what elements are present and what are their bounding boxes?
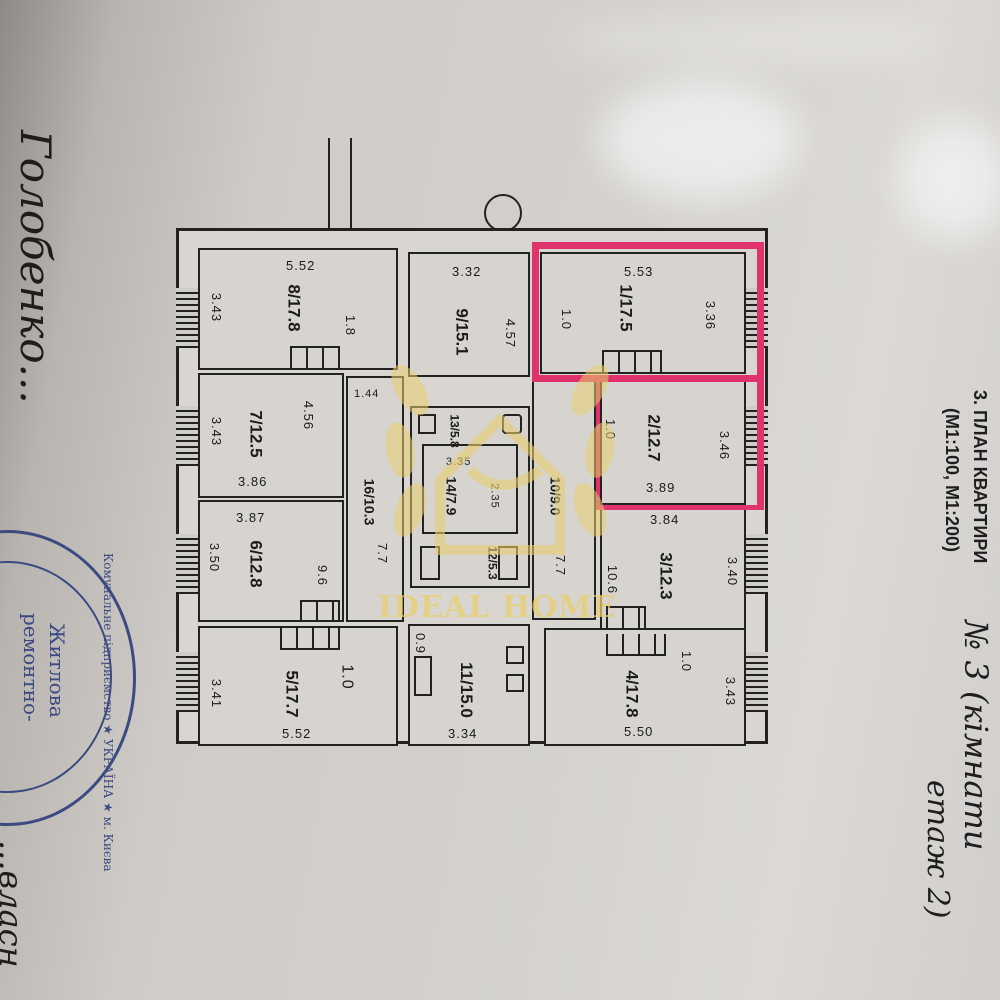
window <box>176 288 198 348</box>
stove-burner <box>506 646 524 664</box>
dim-room1-depth: 3.36 <box>703 300 719 331</box>
dim-room5-extra: 1.0 <box>338 664 356 690</box>
stove-burner <box>506 674 524 692</box>
room-11[interactable] <box>408 624 530 746</box>
area-room9: 9/15.1 <box>452 308 472 356</box>
dim-room4-extra: 1.0 <box>679 650 695 673</box>
dim-room5-width: 5.52 <box>282 726 312 741</box>
dim-room9-width: 3.32 <box>452 264 482 279</box>
stamp-line-1: Житлова <box>45 623 69 718</box>
room-5[interactable] <box>198 626 398 746</box>
dim-room4-width: 5.50 <box>624 724 654 739</box>
window <box>176 652 198 712</box>
radiator <box>290 346 340 368</box>
plan-title: 3. ПЛАН КВАРТИРИ <box>970 390 990 564</box>
dim-room1-width: 5.53 <box>624 264 654 279</box>
cabinet <box>414 656 432 696</box>
sink <box>418 414 436 434</box>
area-room11: 11/15.0 <box>456 662 476 718</box>
dim-room9-depth: 4.57 <box>503 318 519 349</box>
radiator <box>606 606 646 628</box>
dim-room11-extra: 0.9 <box>413 632 429 655</box>
stamp-line-2: ремонтно- <box>19 613 43 722</box>
dim-room3-depth: 3.40 <box>725 556 741 587</box>
dim-room7-extra: 4.56 <box>301 400 317 431</box>
plan-scale: (М1:100, М1:200) <box>942 408 962 553</box>
glare <box>900 120 1000 240</box>
dim-room7-width: 3.86 <box>238 474 268 489</box>
glare <box>600 80 800 200</box>
dim-room6-width: 3.87 <box>236 510 266 525</box>
stamp-outer-text: Комунальне підприємство ★ УКРАЇНА ★ м. К… <box>101 553 115 872</box>
handwritten-floor: етаж 2) <box>920 780 955 919</box>
dim-room7-depth: 3.43 <box>209 416 225 447</box>
window <box>746 288 768 348</box>
watermark-text: IDEAL HOME <box>378 590 617 625</box>
left-handwriting-2: ...власн <box>0 840 30 968</box>
window <box>176 534 198 594</box>
room-2[interactable] <box>600 380 746 505</box>
radiator <box>280 628 340 650</box>
handwritten-apartment-number: № 3 (кімнати <box>957 620 995 851</box>
room-9[interactable] <box>408 252 530 377</box>
area-room5: 5/17.7 <box>282 670 302 718</box>
radiator <box>602 350 662 372</box>
toilet <box>420 546 440 580</box>
area-room6: 6/12.8 <box>246 540 266 588</box>
left-handwriting: Голобенко... <box>11 130 60 404</box>
dim-room2-width: 3.89 <box>646 480 676 495</box>
dim-room3-width: 3.84 <box>650 512 680 527</box>
dim-room1-extra: 1.0 <box>559 308 575 331</box>
radiator <box>606 634 666 656</box>
area-room8: 8/17.8 <box>284 284 304 332</box>
dim-room4-depth: 3.43 <box>723 676 739 707</box>
room-1[interactable] <box>540 252 746 374</box>
area-room1: 1/17.5 <box>616 284 636 332</box>
dim-room11-width: 3.34 <box>448 726 478 741</box>
area-room3: 3/12.3 <box>656 552 676 600</box>
window <box>746 406 768 466</box>
ideal-home-logo-icon <box>385 364 615 555</box>
room-8[interactable] <box>198 248 398 370</box>
room-6[interactable] <box>198 500 344 622</box>
dim-room6-depth: 3.50 <box>207 542 223 573</box>
dim-room5-depth: 3.41 <box>209 678 225 709</box>
ventilation-shaft <box>328 138 352 230</box>
area-room2: 2/12.7 <box>644 414 664 462</box>
room-4[interactable] <box>544 628 746 746</box>
round-column-symbol <box>484 194 522 232</box>
official-stamp: Комунальне підприємство ★ УКРАЇНА ★ м. К… <box>0 530 136 872</box>
dim-room2-depth: 3.46 <box>717 430 733 461</box>
dim-room8-extra: 1.8 <box>343 314 359 337</box>
glare <box>560 20 940 60</box>
window <box>746 534 768 594</box>
dim-room8-width: 5.52 <box>286 258 316 273</box>
dim-corridor-width: 1.44 <box>354 388 380 400</box>
dim-room6-extra: 9.6 <box>315 564 331 587</box>
radiator <box>300 600 340 622</box>
area-room4: 4/17.8 <box>622 670 642 718</box>
window <box>746 652 768 712</box>
dim-room8-depth: 3.43 <box>209 292 225 323</box>
area-room7: 7/12.5 <box>246 410 266 458</box>
room-7[interactable] <box>198 373 344 498</box>
window <box>176 406 198 466</box>
